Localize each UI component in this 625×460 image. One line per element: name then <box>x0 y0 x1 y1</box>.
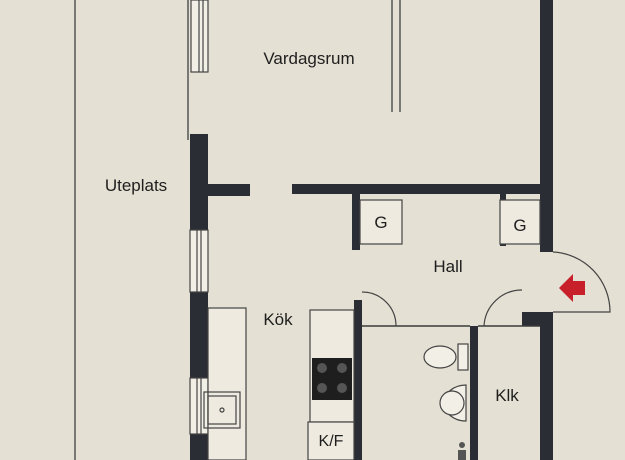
label-living-room: Vardagsrum <box>263 49 354 68</box>
kitchen-counter <box>207 307 247 460</box>
living-room-divider <box>391 0 401 112</box>
door-swings <box>361 251 611 327</box>
label-hall: Hall <box>433 257 462 276</box>
label-fridge-freezer: K/F <box>319 433 344 450</box>
toilet-icon <box>423 343 469 371</box>
shower-drain-icon <box>458 442 466 460</box>
label-patio: Uteplats <box>105 176 167 195</box>
label-closet-right: G <box>513 216 526 235</box>
window-top <box>190 0 209 73</box>
fridge-freezer-box <box>307 421 355 460</box>
entrance-arrow-icon <box>559 274 585 302</box>
stove-icon <box>312 358 352 400</box>
label-closet-left: G <box>374 213 387 232</box>
washbasin-icon <box>439 384 467 422</box>
patio-outline <box>74 0 189 460</box>
walls <box>190 0 553 460</box>
closets <box>359 199 541 245</box>
sink-icon <box>203 391 241 429</box>
label-kitchen: Kök <box>263 310 293 329</box>
label-bathroom: Klk <box>495 386 519 405</box>
window-left-bottom <box>189 377 209 435</box>
window-left-middle <box>189 229 209 293</box>
